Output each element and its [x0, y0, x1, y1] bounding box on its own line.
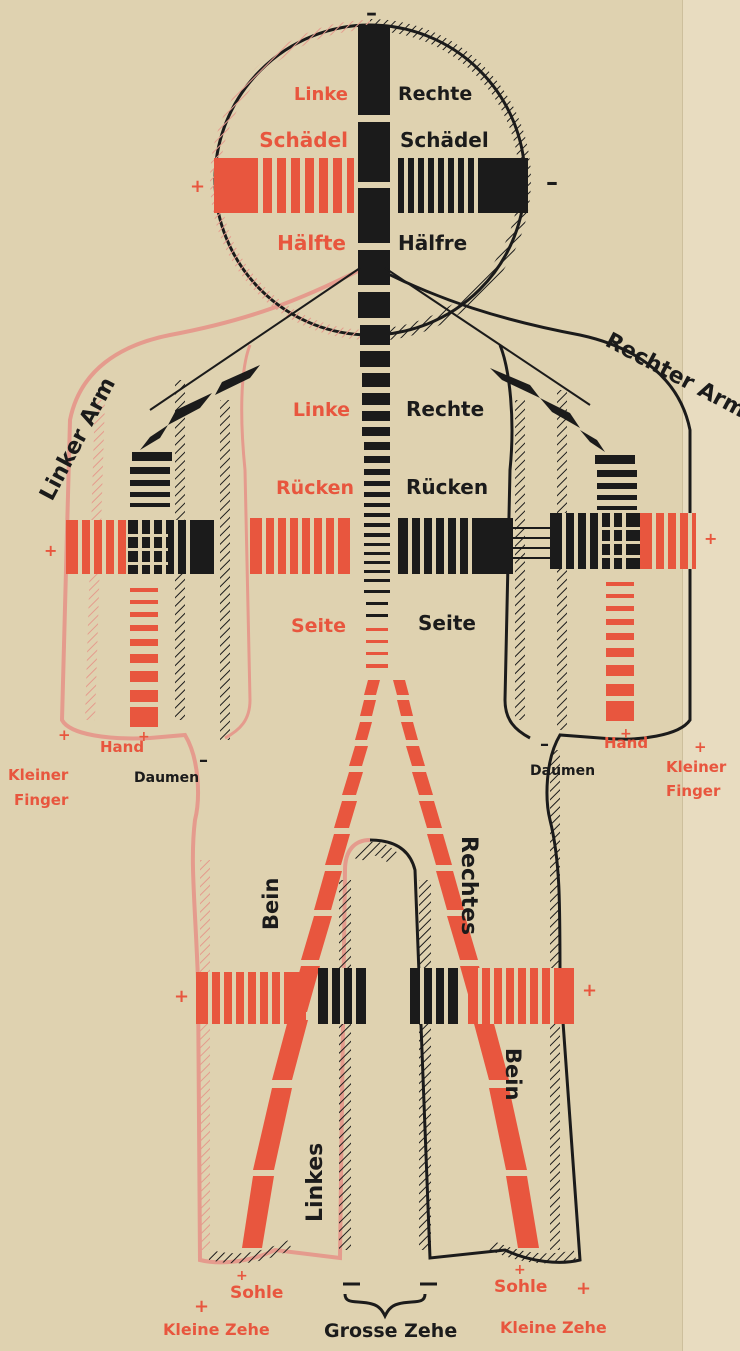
left-leg-word2: Linkes — [303, 1143, 328, 1222]
plus-sign-left-arm: + — [44, 541, 57, 560]
right-leg-word2: Bein — [501, 1048, 525, 1100]
minus-sign-right-thumb: – — [540, 734, 549, 755]
plus-sign-left-finger: + — [58, 726, 71, 744]
plus-sign-right-leg: + — [582, 980, 597, 1001]
spine — [358, 25, 390, 617]
head-left-line3: Hälfte — [277, 231, 346, 255]
left-leg-word1: Bein — [259, 878, 283, 930]
plus-sign-left-leg: + — [174, 986, 189, 1007]
torso-right-line2: Rücken — [406, 475, 488, 499]
big-toe-marks — [343, 1284, 437, 1316]
spine-red-lower — [366, 628, 388, 668]
right-arm-label-part: Rechter Arm — [601, 328, 740, 423]
minus-sign-top: – — [366, 1, 377, 26]
minus-sign-left-thumb: – — [199, 750, 208, 771]
torso-right-line3: Seite — [418, 611, 476, 635]
head-right-line2: Schädel — [400, 128, 489, 152]
right-leg-stripe — [393, 680, 539, 1248]
plus-sign-right-sole: + — [514, 1262, 526, 1278]
plus-sign-left-hand: + — [138, 729, 150, 745]
little-toe-left: Kleine Zehe — [163, 1320, 270, 1339]
right-leg-word1: Rechtes — [456, 836, 481, 935]
head-left-line2: Schädel — [259, 128, 348, 152]
sole-right: Sohle — [494, 1277, 547, 1297]
little-finger-right-2: Finger — [666, 782, 721, 800]
thumb-right: Daumen — [530, 763, 595, 779]
head-right-line3: Hälfre — [398, 231, 467, 255]
plus-sign-head-left: + — [190, 176, 205, 197]
plus-sign-right-hand: + — [620, 726, 632, 742]
thumb-left: Daumen — [134, 770, 199, 786]
little-finger-right-1: Kleiner — [666, 758, 727, 776]
big-toe: Grosse Zehe — [324, 1320, 457, 1342]
little-toe-right: Kleine Zehe — [500, 1318, 607, 1337]
torso-left-line1: Linke — [293, 399, 350, 421]
plus-sign-left-sole: + — [236, 1268, 248, 1284]
leg-bands — [196, 968, 574, 1024]
torso-band — [250, 518, 550, 574]
little-finger-left-2: Finger — [14, 791, 69, 809]
minus-sign-head-right: – — [546, 168, 558, 196]
plus-sign-right-arm: + — [704, 529, 717, 548]
torso-left-line2: Rücken — [276, 477, 354, 499]
torso-right-line1: Rechte — [406, 397, 484, 421]
torso-left-line3: Seite — [291, 615, 346, 637]
little-finger-left-1: Kleiner — [8, 766, 69, 784]
plus-sign-right-toe: + — [576, 1278, 591, 1299]
head-right-line1: Rechte — [398, 83, 472, 105]
head-left-line1: Linke — [294, 84, 348, 105]
plus-sign-left-toe: + — [194, 1296, 209, 1317]
plus-sign-right-finger: + — [694, 738, 707, 756]
sole-left: Sohle — [230, 1283, 283, 1303]
